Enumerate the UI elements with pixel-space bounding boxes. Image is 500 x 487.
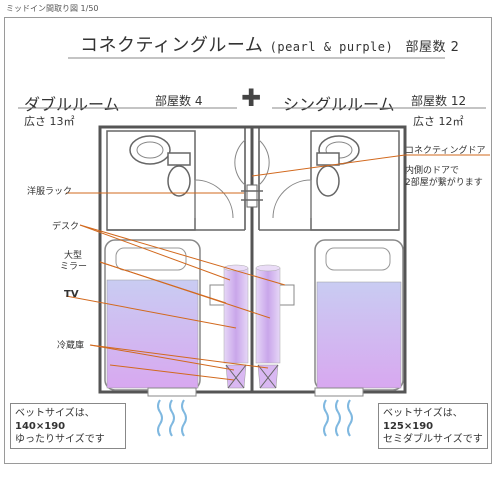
double-window <box>147 387 197 397</box>
double-bed <box>106 279 199 389</box>
connecting-door-swing <box>234 139 246 186</box>
double-room-name: ダブルルーム <box>24 95 120 114</box>
double-bed-note-line1: ベットサイズは、 <box>15 408 95 419</box>
single-room-area: 広さ 12㎡ <box>413 115 464 128</box>
double-bed-note-line2: 140×190 <box>15 421 66 432</box>
connecting-door-label: コネクティングドア <box>405 146 486 156</box>
single-bed <box>316 281 402 389</box>
single-toilet-tank <box>316 152 340 166</box>
connecting-door-note-line3: 2部屋が繋がります <box>405 178 483 188</box>
mirror-label-line1: 大型 <box>64 251 83 261</box>
double-room-count: 部屋数 4 <box>155 94 203 108</box>
fridge-label: 冷蔵庫 <box>57 341 85 351</box>
title-count: 部屋数 2 <box>405 40 460 55</box>
title-sub: (pearl & purple) <box>269 40 394 54</box>
single-window <box>314 387 364 397</box>
single-room-name: シングルルーム <box>283 95 395 114</box>
clothes-rack-label: 洋服ラック <box>27 187 73 197</box>
double-bed-note-line3: ゆったりサイズです <box>15 434 105 445</box>
mirror-label-line2: ミラー <box>60 262 88 272</box>
double-room-area: 広さ 13㎡ <box>24 115 75 128</box>
double-washbasin <box>129 135 171 165</box>
single-bed-note-line3: セミダブルサイズです <box>383 434 483 445</box>
desk-label: デスク <box>52 222 80 232</box>
page-title: コネクティングルーム (pearl & purple) 部屋数 2 <box>80 31 459 57</box>
title-main: コネクティングルーム <box>80 35 264 56</box>
single-mirror <box>255 267 281 364</box>
double-toilet <box>167 165 191 197</box>
floorplan-frame <box>4 17 492 464</box>
plus-icon: ✚ <box>241 84 262 112</box>
single-bed-note-line2: 125×190 <box>383 421 434 432</box>
tv-label: TV <box>64 289 79 300</box>
connecting-door-note-line2: 内側のドアで <box>405 166 460 176</box>
single-bed-note-line1: ベットサイズは、 <box>383 408 463 419</box>
single-aircon-icon <box>323 399 353 437</box>
double-aircon-icon <box>157 399 187 437</box>
header-caption: ミッドイン間取り図 1/50 <box>6 4 99 13</box>
single-room-count: 部屋数 12 <box>411 94 467 108</box>
single-toilet <box>316 165 340 197</box>
single-bed-note: ベットサイズは、 125×190 セミダブルサイズです <box>378 403 488 449</box>
leader-lines <box>65 154 490 381</box>
double-mirror <box>223 267 249 364</box>
clothes-rack-icon <box>246 184 258 208</box>
double-bed-note: ベットサイズは、 140×190 ゆったりサイズです <box>10 403 126 449</box>
double-toilet-tank <box>167 152 191 166</box>
